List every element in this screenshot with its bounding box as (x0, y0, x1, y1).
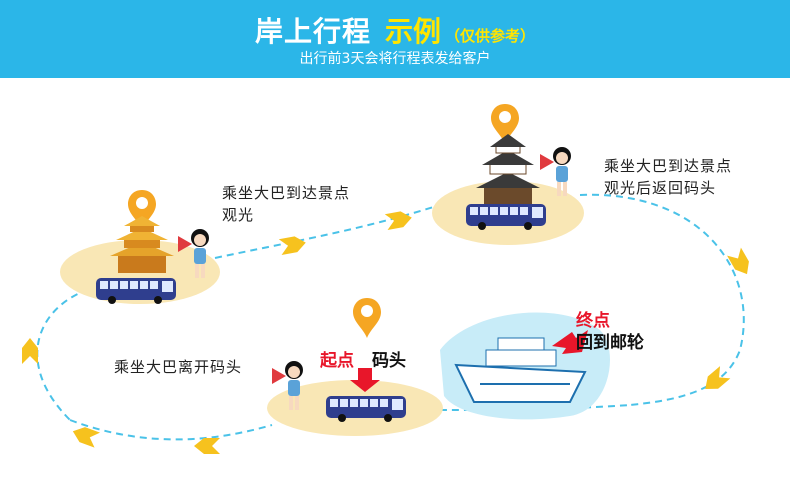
pin-icon (353, 298, 381, 338)
castle-icon (476, 134, 540, 207)
route-path (579, 193, 745, 406)
step-3-line-1: 乘坐大巴离开码头 (114, 358, 243, 376)
start-arrow-icon (350, 368, 380, 392)
route-arrow (727, 247, 754, 279)
step-2-line-1: 乘坐大巴到达景点 (604, 157, 733, 175)
route-arrow (700, 366, 731, 396)
step-2-label: 乘坐大巴到达景点 观光后返回码头 (604, 155, 732, 199)
step-2-line-2: 观光后返回码头 (604, 179, 717, 197)
route-arrow (70, 423, 101, 448)
end-label: 终点 (576, 311, 610, 331)
cruise-ship-icon (454, 337, 587, 403)
step-3-label: 乘坐大巴离开码头 (114, 356, 242, 378)
temple-icon (110, 216, 174, 273)
header-banner (0, 0, 790, 78)
route-path (36, 285, 101, 421)
header-title-row: 岸上行程示例（仅供参考） (0, 10, 790, 50)
route-arrow (278, 234, 308, 255)
return-ship-label: 回到邮轮 (576, 333, 644, 353)
step-1-line-2: 观光 (222, 206, 255, 224)
reference-note: （仅供参考） (445, 27, 536, 45)
route-path (69, 419, 273, 441)
end-arrow-icon (552, 330, 588, 354)
step-1-line-1: 乘坐大巴到达景点 (222, 184, 351, 202)
step-1-label: 乘坐大巴到达景点 观光 (222, 182, 350, 226)
pier-label: 码头 (372, 351, 406, 371)
page-subtitle: 出行前3天会将行程表发给客户 (299, 51, 491, 67)
route-arrow (22, 338, 38, 364)
route-arrow (384, 209, 414, 230)
example-label: 示例 (384, 15, 441, 48)
start-label: 起点 (320, 351, 354, 371)
page-title: 岸上行程 (254, 15, 371, 48)
route-arrow (194, 438, 220, 454)
route-path (439, 404, 631, 411)
